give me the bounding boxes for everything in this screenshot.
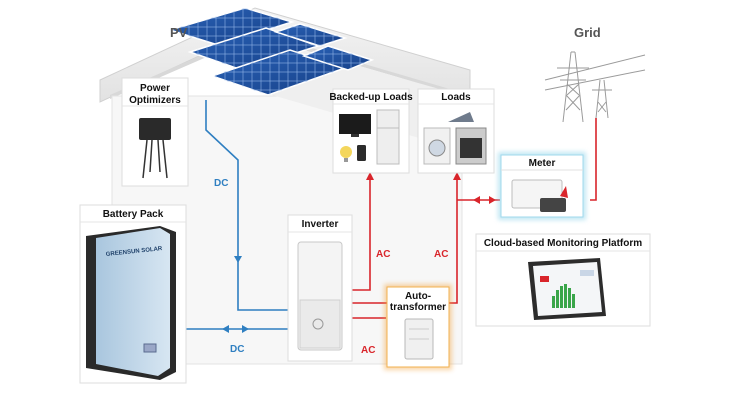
power-tower-icon xyxy=(544,51,646,123)
backed-up-loads-box: Backed-up Loads xyxy=(329,88,413,174)
inverter-label: Inverter xyxy=(302,219,339,230)
ac-label-backed-up: AC xyxy=(376,249,390,260)
phone-icon xyxy=(357,145,366,161)
dc-label-pv: DC xyxy=(214,178,228,189)
autotransformer-label-2: transformer xyxy=(390,302,446,313)
dc-lines xyxy=(184,100,288,330)
meter-box: Meter xyxy=(498,152,586,220)
power-optimizers-label-1: Power xyxy=(140,83,170,94)
pv-title: PV xyxy=(170,25,188,40)
battery-pack-box: Battery Pack GREENSUN SOLAR xyxy=(79,204,187,384)
autotransformer-label-1: Auto- xyxy=(405,291,431,302)
monitoring-box: Cloud-based Monitoring Platform xyxy=(475,233,651,327)
meter-label: Meter xyxy=(529,158,556,169)
dc-line-pv xyxy=(205,100,288,311)
power-optimizers-label-2: Optimizers xyxy=(129,95,181,106)
power-optimizers-box: Power Optimizers xyxy=(121,77,189,187)
monitoring-label: Cloud-based Monitoring Platform xyxy=(484,238,642,249)
dc-arrows xyxy=(222,256,249,333)
fridge-icon xyxy=(376,109,400,165)
solar-panels xyxy=(167,7,375,96)
grid-title: Grid xyxy=(574,25,601,40)
autotransformer-box: Auto- transformer xyxy=(384,284,452,370)
ac-label-auto: AC xyxy=(361,345,375,356)
optimizer-device-icon xyxy=(139,118,171,140)
ac-label-loads: AC xyxy=(434,249,448,260)
loads-box: Loads xyxy=(417,88,495,174)
ac-line-grid xyxy=(590,118,597,201)
inverter-box: Inverter xyxy=(287,214,353,362)
battery-brand-label: GREENSUN SOLAR xyxy=(106,246,164,258)
loads-label: Loads xyxy=(441,92,471,103)
lightbulb-icon xyxy=(340,146,352,158)
battery-pack-label: Battery Pack xyxy=(103,209,164,220)
tv-icon xyxy=(339,114,371,134)
ac-arrows xyxy=(366,172,496,204)
backed-up-loads-label: Backed-up Loads xyxy=(329,92,413,103)
iron-icon xyxy=(448,112,474,122)
ac-line-backed-up xyxy=(352,172,371,291)
dc-label-battery: DC xyxy=(230,344,244,355)
